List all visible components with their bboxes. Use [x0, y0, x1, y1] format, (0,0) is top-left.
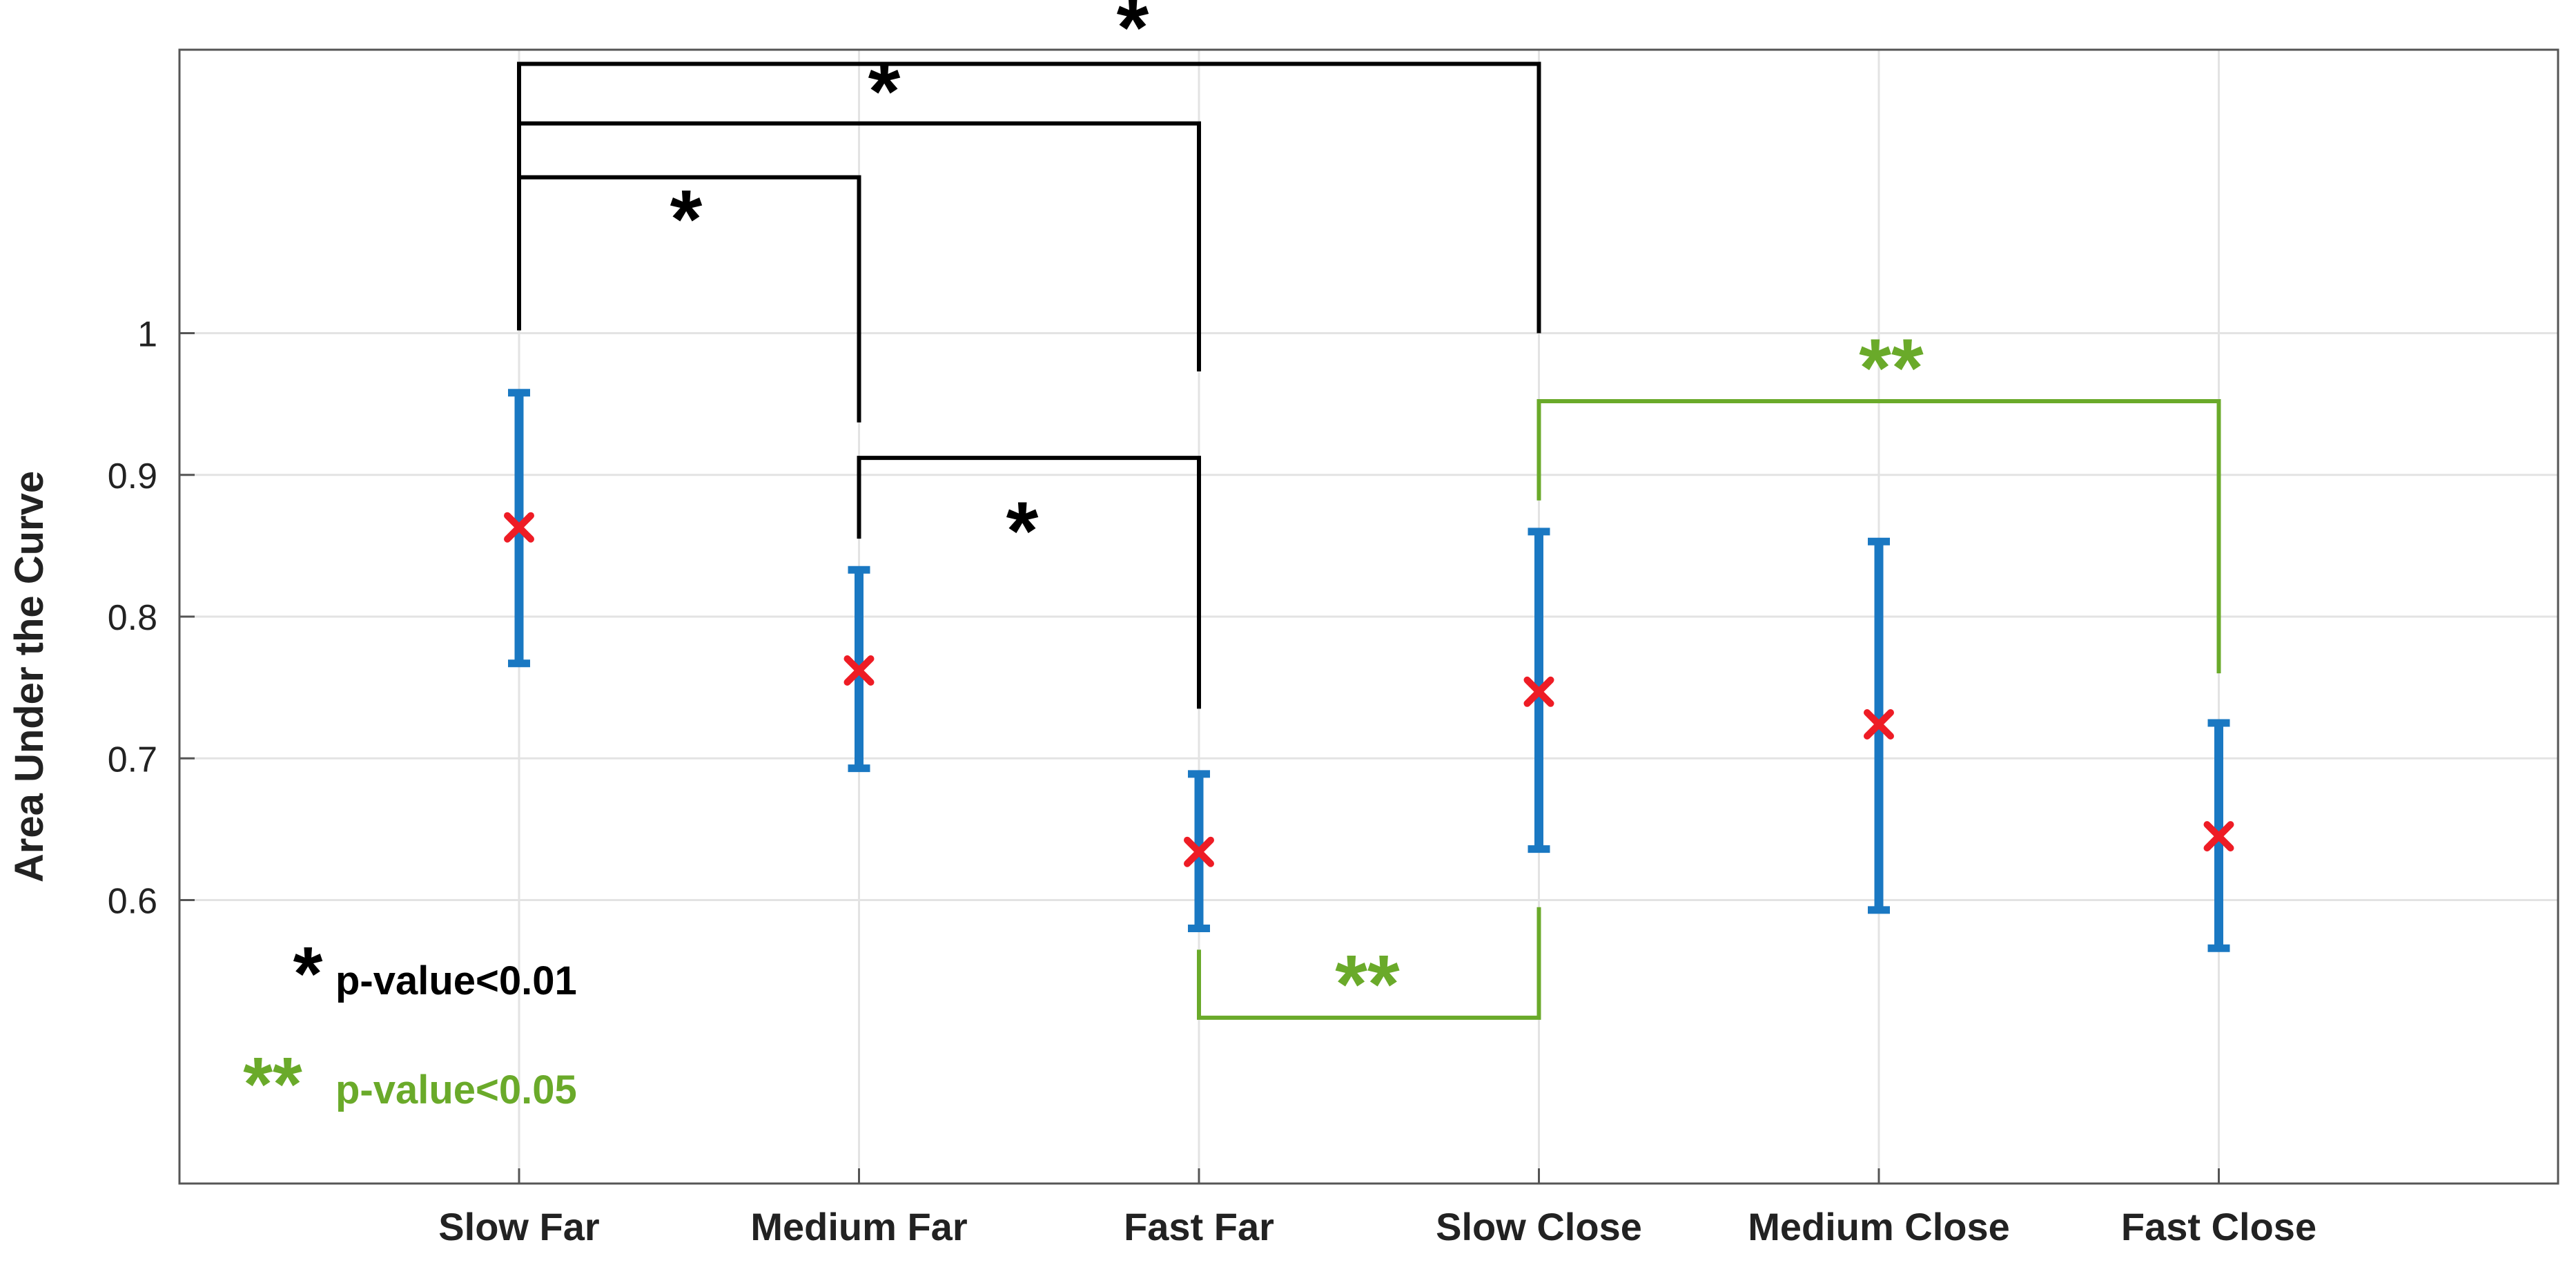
- significance-bracket: [857, 456, 1201, 709]
- mean-marker: [2203, 821, 2234, 852]
- mean-marker: [1184, 836, 1214, 867]
- x-tick-label: Fast Close: [2121, 1205, 2316, 1248]
- x-tick-label: Fast Far: [1124, 1205, 1274, 1248]
- significance-bracket: [517, 175, 861, 423]
- x-axis-ticks: Slow Far Medium Far Fast Far Slow Close Medi…: [438, 1168, 2316, 1248]
- mean-marker: [1864, 708, 1894, 740]
- y-axis-ticks: 0.6 0.7 0.8 0.9 1: [108, 315, 195, 922]
- x-tick-label: Medium Close: [1748, 1205, 2010, 1248]
- legend-symbol: *: [293, 931, 323, 1016]
- x-tick-label: Slow Far: [438, 1205, 599, 1248]
- legend-symbol: **: [243, 1042, 302, 1127]
- y-tick-label: 1: [137, 315, 157, 355]
- legend-label: p-value<0.01: [335, 958, 577, 1003]
- mean-marker: [504, 512, 534, 543]
- significance-star: *: [1117, 0, 1149, 74]
- legend: * p-value<0.01 ** p-value<0.05: [243, 931, 577, 1127]
- x-tick-label: Slow Close: [1436, 1205, 1642, 1248]
- y-tick-label: 0.8: [108, 598, 157, 638]
- x-tick-label: Medium Far: [750, 1205, 967, 1248]
- error-bar-series: [504, 389, 2234, 952]
- significance-star: *: [868, 46, 901, 138]
- y-axis-label: Area Under the Curve: [7, 471, 52, 882]
- y-tick-label: 0.7: [108, 740, 157, 780]
- significance-bracket: [1536, 399, 2221, 674]
- significance-star: **: [1335, 938, 1400, 1031]
- legend-label: p-value<0.05: [335, 1068, 577, 1112]
- significance-star: *: [670, 173, 703, 265]
- y-tick-label: 0.6: [108, 882, 157, 922]
- significance-star: *: [1006, 485, 1039, 577]
- mean-marker: [1523, 676, 1554, 707]
- y-tick-label: 0.9: [108, 456, 157, 496]
- significance-star: **: [1859, 322, 1924, 414]
- significance-bracket: [1197, 907, 1541, 1020]
- significance-brackets: ********: [517, 0, 2221, 1031]
- mean-marker: [843, 655, 875, 686]
